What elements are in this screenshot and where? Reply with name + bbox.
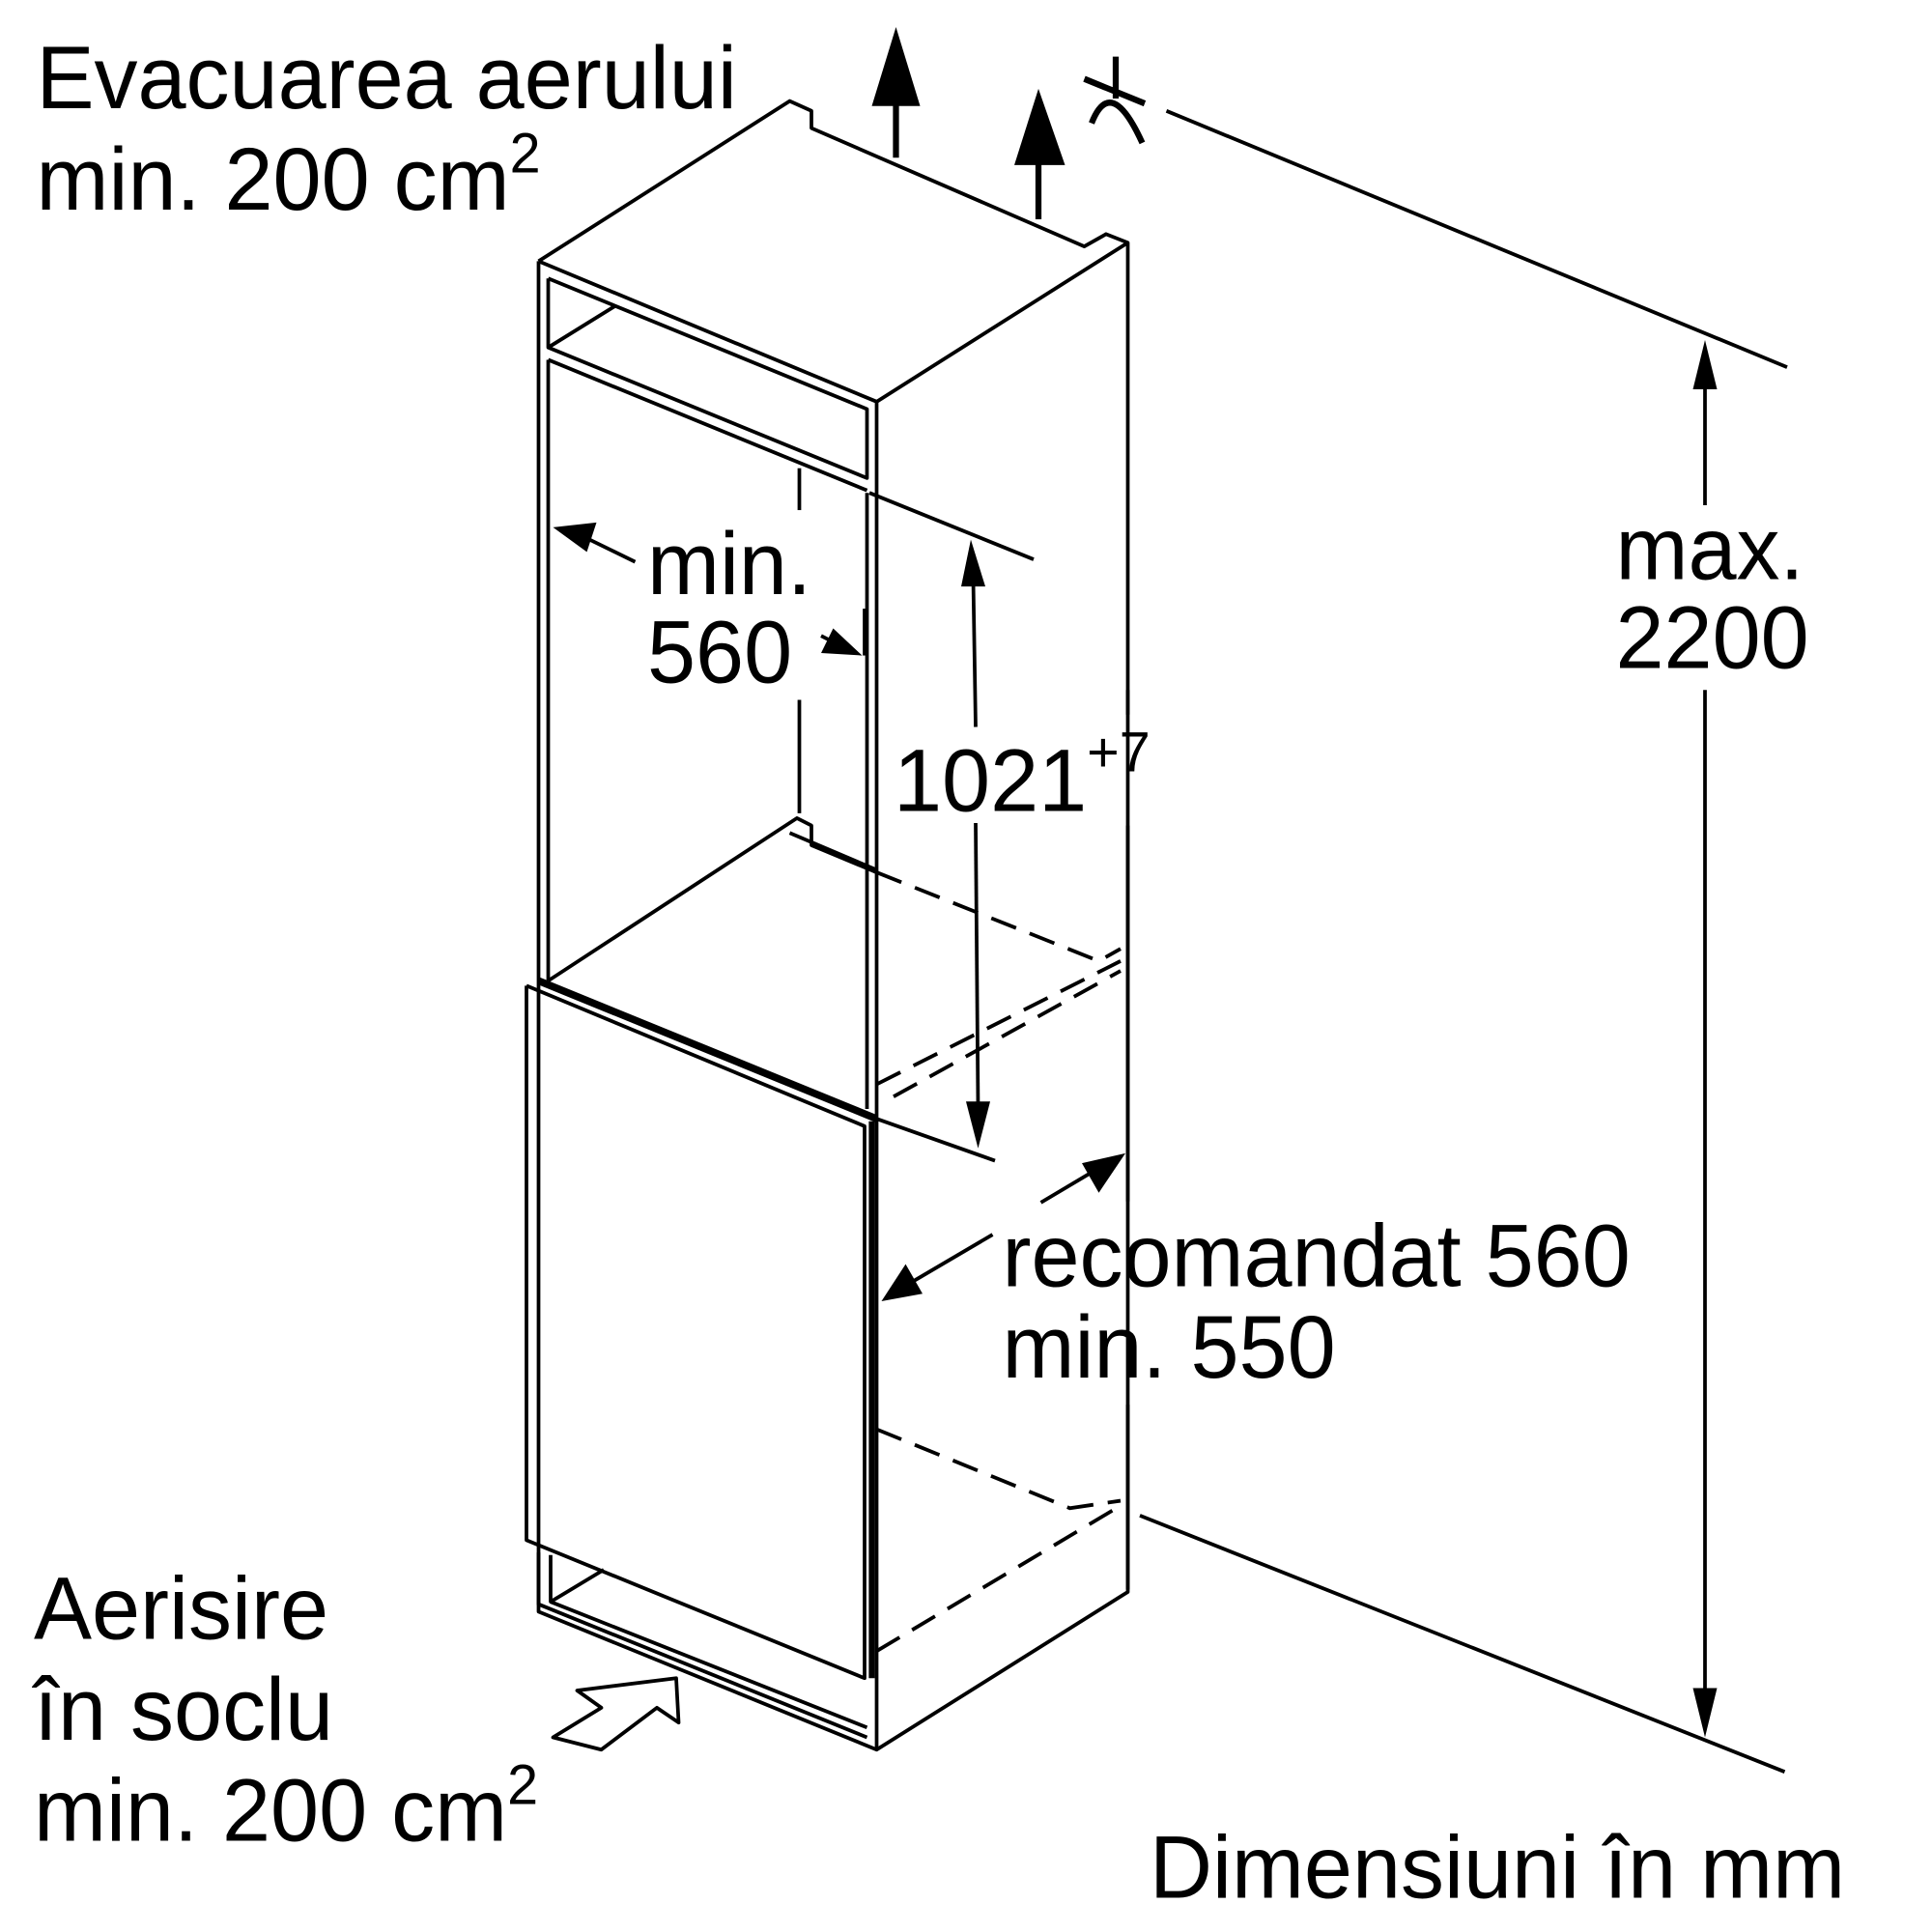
max-height-value: 2200 (1616, 589, 1809, 688)
depth-min-label: min. 550 (1003, 1298, 1336, 1397)
niche-height-label: 1021+7 (894, 721, 1151, 831)
width-min-label: min. (647, 515, 811, 613)
units-label: Dimensiuni în mm (1150, 1818, 1845, 1917)
dimension-lines (553, 109, 1788, 1774)
exhaust-label: Evacuarea aerului (37, 29, 737, 128)
intake-area-label: min. 200 cm2 (34, 1753, 538, 1861)
intake-arrow-icon (551, 1676, 681, 1752)
cabinet-drawing (525, 99, 1130, 1752)
break-symbol-icon (1083, 56, 1147, 145)
intake-location-label: în soclu (32, 1661, 333, 1759)
max-height-label: max. (1616, 500, 1804, 599)
exhaust-arrows (871, 27, 1065, 220)
width-value-label: 560 (647, 604, 792, 702)
exhaust-area-label: min. 200 cm2 (37, 122, 541, 229)
intake-label: Aerisire (34, 1560, 328, 1659)
depth-recommended-label: recomandat 560 (1003, 1208, 1631, 1306)
